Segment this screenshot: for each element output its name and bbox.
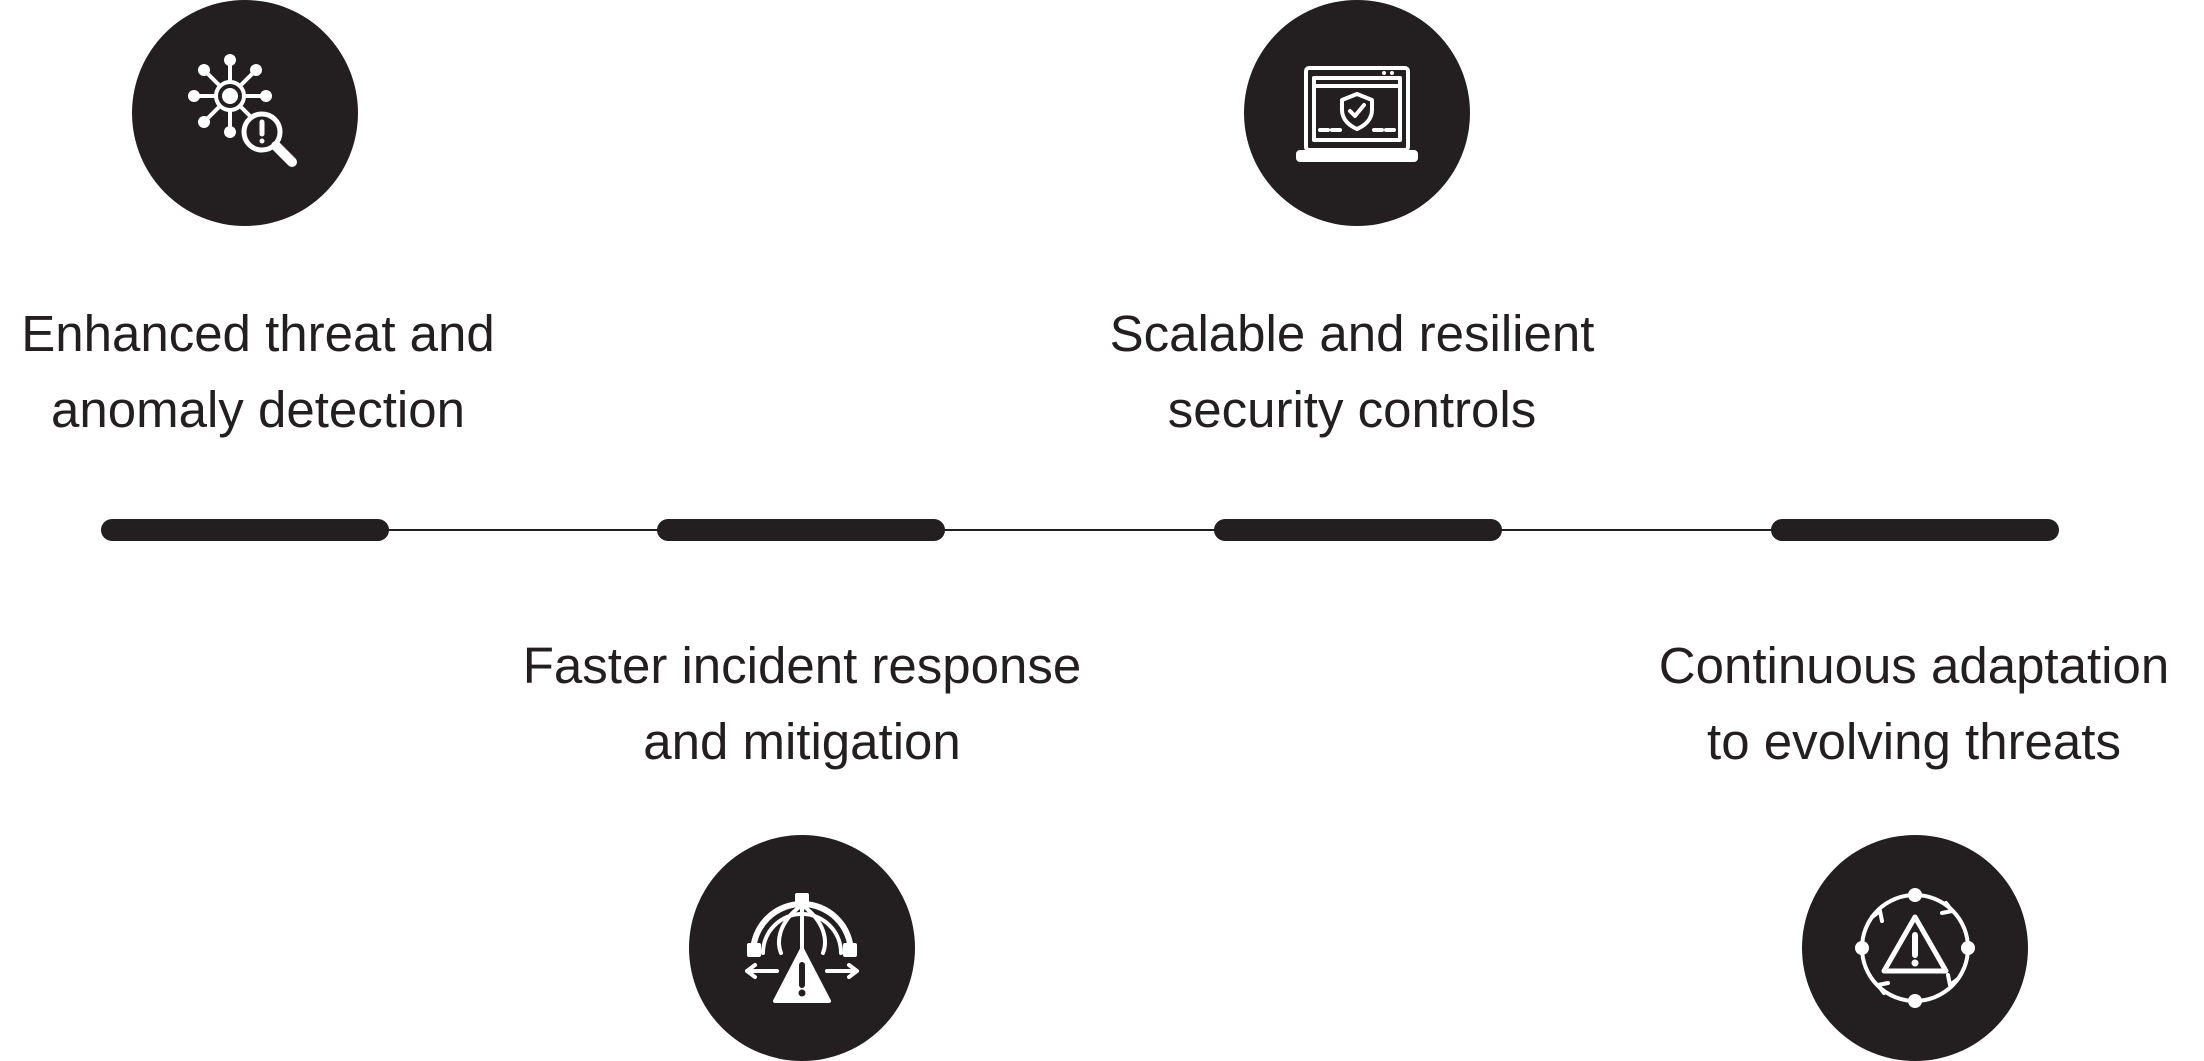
item-label-3-line1: Scalable and resilient [1109,305,1595,362]
timeline-segment-4 [1771,519,2059,541]
icon-circle-1 [132,0,358,226]
timeline-segment-2 [657,519,945,541]
timeline-segment-1 [101,519,389,541]
network-magnifier-alert-icon [188,54,297,167]
icon-circle-2 [689,835,915,1061]
item-label-1-line1: Enhanced threat and [21,305,495,362]
laptop-shield-icon [1296,66,1418,162]
timeline-line [103,529,2058,531]
item-label-3: Scalable and resilient security controls [1032,296,1672,448]
icon-circle-4 [1802,835,2028,1061]
item-label-2-line2: and mitigation [643,713,961,770]
item-label-3-line2: security controls [1167,381,1537,438]
item-label-4-line1: Continuous adaptation [1658,637,2170,694]
item-label-1: Enhanced threat and anomaly detection [0,296,578,448]
item-label-2-line1: Faster incident response [522,637,1082,694]
timeline-segment-3 [1214,519,1502,541]
item-label-4-line2: to evolving threats [1707,713,2121,770]
item-label-1-line2: anomaly detection [51,381,465,438]
item-label-2: Faster incident response and mitigation [482,628,1122,780]
cycle-warning-icon [1855,888,1975,1008]
icon-circle-3 [1244,0,1470,226]
item-label-4: Continuous adaptation to evolving threat… [1594,628,2204,780]
shield-gear-warning-icon [745,893,859,1003]
